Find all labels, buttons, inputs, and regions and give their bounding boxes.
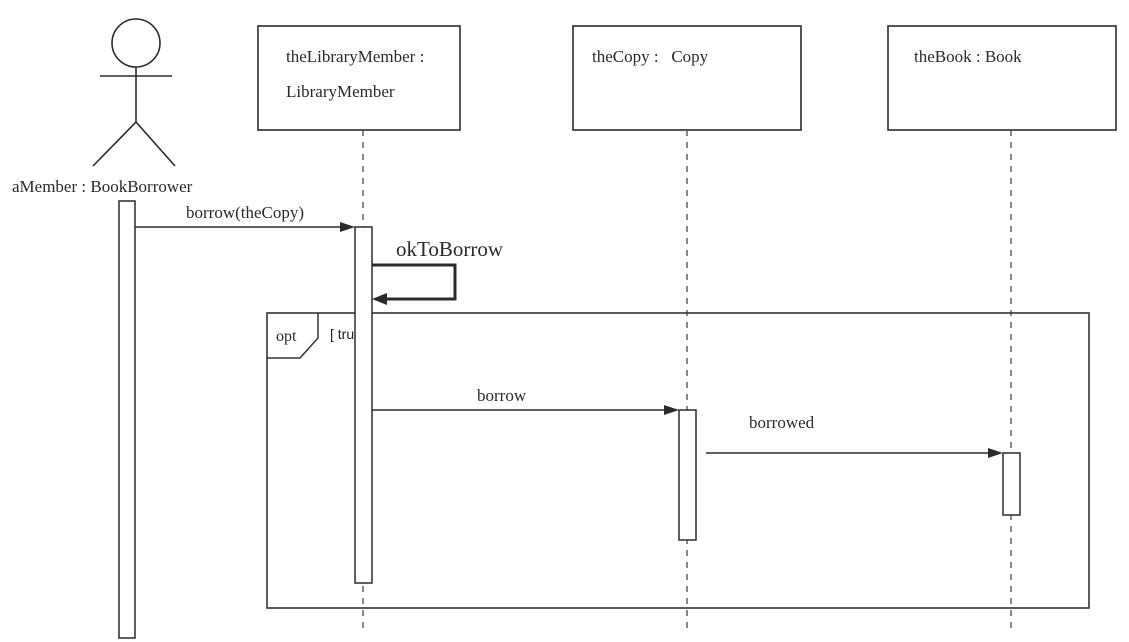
message-ok-to-borrow: okToBorrow — [372, 237, 504, 305]
message-borrowed-label: borrowed — [749, 413, 815, 432]
library-member-activation-bar — [354, 226, 373, 584]
message-borrow-the-copy-label: borrow(theCopy) — [186, 203, 304, 222]
library-member-label-line1: theLibraryMember : — [286, 47, 424, 66]
copy-activation-bar — [678, 409, 697, 541]
message-borrow: borrow — [372, 386, 679, 415]
copy-box — [572, 25, 802, 131]
message-borrowed: borrowed — [706, 413, 1003, 458]
library-member-label-line2: LibraryMember — [286, 82, 395, 101]
actor-activation-bar — [118, 200, 136, 639]
copy-label: theCopy : Copy — [592, 47, 709, 66]
book-activation-bar — [1002, 452, 1021, 516]
message-ok-to-borrow-label: okToBorrow — [396, 237, 504, 261]
book-box — [887, 25, 1117, 131]
stick-figure-icon — [92, 18, 176, 167]
message-borrow-the-copy: borrow(theCopy) — [135, 203, 355, 232]
message-borrow-label: borrow — [477, 386, 527, 405]
book-label: theBook : Book — [914, 47, 1022, 66]
opt-fragment-operator: opt — [276, 328, 297, 345]
actor-label: aMember : BookBorrower — [12, 177, 193, 196]
opt-fragment-frame — [266, 312, 1090, 609]
opt-fragment-tab — [267, 313, 319, 359]
library-member-box — [257, 25, 461, 131]
